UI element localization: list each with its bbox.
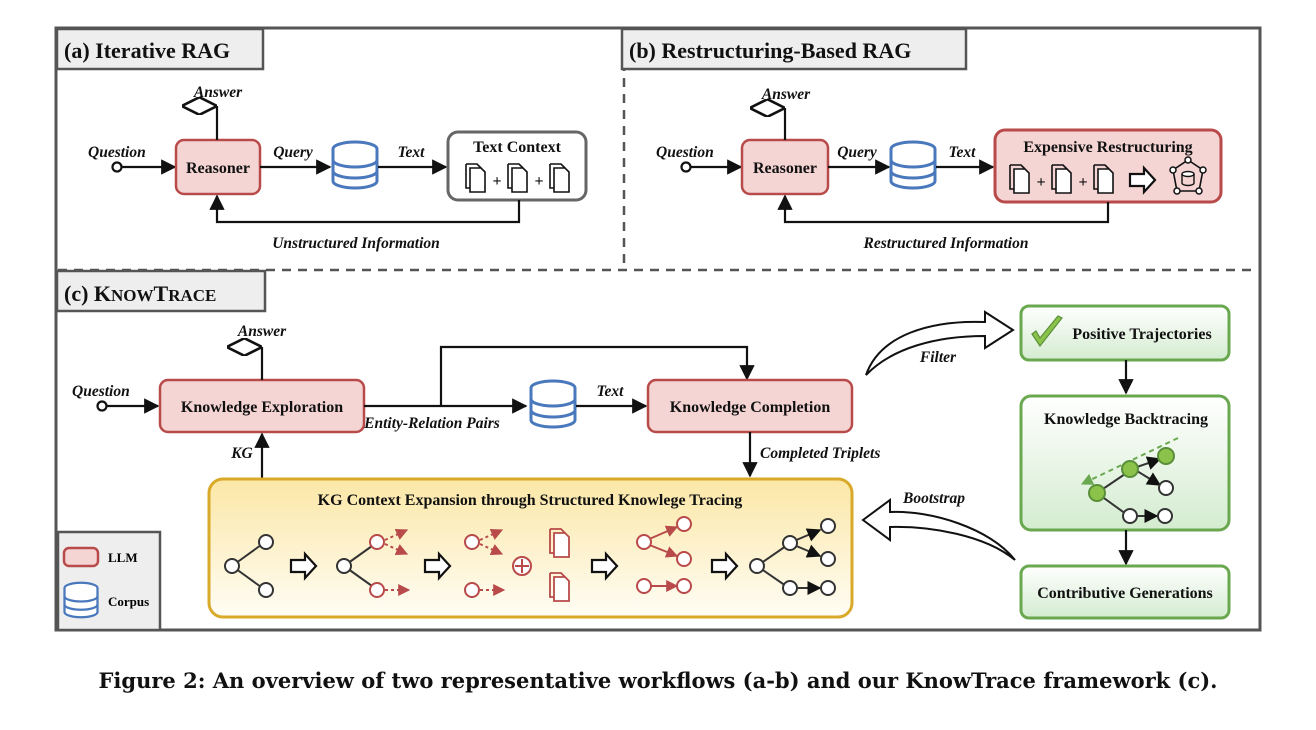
kg-context-expansion-label: KG Context Expansion through Structured … [318, 492, 743, 509]
knowledge-exploration-label: Knowledge Exploration [181, 399, 343, 416]
contributive-generations-label: Contributive Generations [1037, 585, 1213, 602]
panel-c-text-label: Text [597, 383, 625, 400]
panel-b-reasoner-label: Reasoner [753, 160, 817, 177]
panel-a-question-label: Question [88, 144, 146, 161]
panel-a-query-label: Query [273, 144, 313, 161]
knowledge-completion-label: Knowledge Completion [670, 399, 831, 416]
panel-a-context-label: Text Context [473, 139, 562, 156]
bootstrap-label: Bootstrap [902, 490, 965, 507]
panel-c-corpus-icon [529, 379, 577, 429]
panel-a-answer-label: Answer [193, 84, 243, 101]
knowledge-backtracing-label: Knowledge Backtracing [1044, 411, 1208, 428]
filter-arrow [865, 310, 1015, 376]
graph-stage-initial [224, 534, 274, 598]
panel-a-text-label: Text [398, 144, 426, 161]
graph-stage-retrieve [464, 528, 570, 602]
backtracing-graph [1080, 437, 1179, 524]
panel-b: (b) Restructuring-Based RAG Question Rea… [620, 27, 1223, 252]
panel-b-feedback-label: Restructured Information [863, 235, 1029, 252]
legend-llm-swatch [62, 546, 100, 568]
panel-a-feedback-label: Unstructured Information [272, 235, 440, 252]
svg-text:+: + [1078, 174, 1087, 191]
svg-text:+: + [492, 173, 501, 190]
contributive-generations-box [1019, 564, 1231, 620]
legend-corpus-icon [63, 581, 99, 619]
panel-b-restructuring-label: Expensive Restructuring [1023, 139, 1192, 156]
panel-c-title-box [55, 269, 267, 313]
filter-label: Filter [919, 349, 957, 366]
panel-b-title: (b) Restructuring-Based RAG [629, 38, 911, 63]
svg-text:+: + [1036, 174, 1045, 191]
completed-triplets-label: Completed Triplets [760, 445, 880, 462]
graph-stage-explore [336, 529, 411, 598]
svg-text:+: + [534, 173, 543, 190]
panel-b-query-label: Query [837, 144, 877, 161]
entity-relation-pairs-label: Entity-Relation Pairs [363, 415, 500, 432]
panel-a-title-box [55, 27, 265, 71]
panel-b-title-box [620, 27, 968, 71]
legend: LLM Corpus [56, 530, 162, 632]
kg-context-expansion-box [207, 477, 854, 619]
panel-c-question-label: Question [72, 383, 130, 400]
framework-figure: (a) Iterative RAG Question Reasoner Answ… [54, 26, 1262, 632]
kg-label: KG [230, 445, 253, 462]
legend-llm-label: LLM [108, 550, 138, 565]
checkmark-icon [1031, 315, 1063, 348]
figure-caption: Figure 2: An overview of two representat… [98, 668, 1218, 693]
panel-a-reasoner-label: Reasoner [186, 160, 250, 177]
panel-a-corpus-icon [331, 140, 379, 190]
panel-b-text-label: Text [949, 144, 977, 161]
graph-stage-expanded [749, 518, 836, 596]
knowledge-graph-icon [1169, 156, 1207, 195]
positive-trajectories-label: Positive Trajectories [1072, 326, 1211, 343]
legend-corpus-label: Corpus [108, 594, 149, 609]
panel-c: (c) KNOWTRACE Question Knowledge Explora… [55, 269, 1231, 632]
panel-c-answer-label: Answer [237, 323, 287, 340]
panel-b-answer-label: Answer [761, 86, 811, 103]
panel-a: (a) Iterative RAG Question Reasoner Answ… [55, 27, 588, 252]
panel-a-title: (a) Iterative RAG [64, 38, 230, 63]
panel-c-title: (c) KNOWTRACE [64, 281, 216, 306]
bootstrap-arrow [861, 498, 1016, 561]
graph-stage-completed-triplets [636, 516, 692, 594]
panel-b-question-label: Question [656, 144, 714, 161]
panel-b-corpus-icon [889, 140, 937, 190]
